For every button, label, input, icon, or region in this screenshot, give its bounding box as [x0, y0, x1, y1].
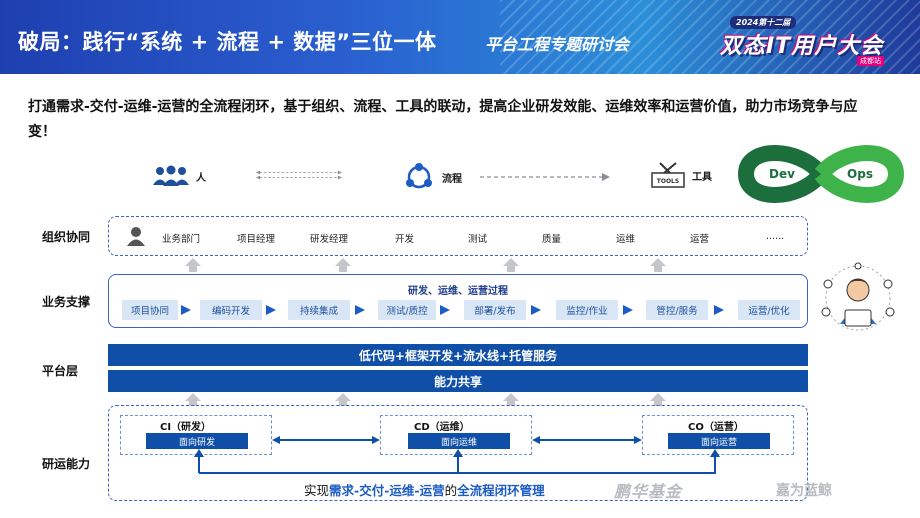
cd-label: CD（运维） [414, 422, 470, 433]
process-step: 运营/优化 [738, 300, 800, 320]
step-arrow-icon [181, 305, 191, 315]
org-item: 质量 [542, 234, 562, 245]
process-step: 项目协同 [122, 300, 178, 320]
people-process-arrow [255, 170, 343, 180]
people-label: 人 [196, 172, 206, 184]
tools-item: TOOLS 工具 [650, 161, 712, 189]
loop-connector [194, 449, 720, 474]
process-title: 研发、运维、运营过程 [408, 286, 508, 297]
up-arrow-icon [650, 393, 666, 401]
tools-label: 工具 [692, 171, 712, 183]
row-label-platform: 平台层 [42, 364, 79, 378]
process-tools-arrow [480, 173, 610, 181]
cd-co-arrow [532, 436, 642, 444]
org-item: 业务部门 [162, 234, 201, 245]
cd-ops-box: 面向运维 [408, 433, 510, 449]
badge-year: 2024第十二届 [730, 16, 797, 29]
toolbox-icon: TOOLS [651, 162, 685, 188]
co-label: CO（运营） [688, 422, 744, 433]
header-decoration [500, 0, 920, 74]
badge-city: 成都站 [857, 56, 884, 66]
ci-label: CI（研发） [160, 422, 212, 433]
process-step: 管控/服务 [646, 300, 708, 320]
person-icon [127, 227, 145, 246]
up-arrow-stem [339, 400, 347, 406]
step-arrow-icon [266, 305, 276, 315]
canway-bk-logo: 嘉为蓝鲸 [776, 483, 832, 499]
devops-loop-icon: Dev Ops [738, 145, 904, 203]
penghua-fund-logo: 鹏华基金 [614, 482, 683, 501]
org-item: ...... [766, 231, 785, 242]
org-item: 运营 [690, 234, 710, 245]
up-arrow-stem [654, 266, 662, 272]
org-item: 测试 [468, 234, 488, 245]
row-label-capability: 研运能力 [42, 457, 91, 471]
step-arrow-icon [714, 305, 724, 315]
ci-cd-arrow [272, 436, 380, 444]
up-arrow-stem [189, 400, 197, 406]
up-arrow-icon [503, 393, 519, 401]
step-arrow-icon [531, 305, 541, 315]
up-arrow-icon [650, 258, 666, 266]
up-arrow-stem [339, 266, 347, 272]
intro-text: 打通需求-交付-运维-运营的全流程闭环，基于组织、流程、工具的联动，提高企业研发… [28, 99, 858, 140]
up-arrow-icon [335, 258, 351, 266]
up-arrow-icon [185, 393, 201, 401]
page-title: 破局：践行“系统 + 流程 + 数据”三位一体 [18, 30, 437, 54]
closed-loop-statement: 实现需求-交付-运维-运营的全流程闭环管理 [304, 480, 545, 499]
up-arrow-stem [507, 400, 515, 406]
up-arrow-stem [507, 266, 515, 272]
process-step: 部署/发布 [464, 300, 526, 320]
up-arrow-icon [185, 258, 201, 266]
process-item: 流程 [402, 162, 462, 192]
process-step: 监控/作业 [556, 300, 618, 320]
org-item: 项目经理 [237, 234, 276, 245]
up-arrow-stem [654, 400, 662, 406]
statement-middle: 的 [444, 483, 458, 498]
step-arrow-icon [355, 305, 365, 315]
statement-highlight-chain: 需求-交付-运维-运营 [329, 483, 445, 498]
process-step: 持续集成 [288, 300, 350, 320]
org-item: 开发 [395, 234, 415, 245]
row-label-org: 组织协同 [42, 230, 91, 244]
platform-bar-primary: 低代码+框架开发+流水线+托管服务 [108, 344, 808, 366]
badge-name: 双态IT用户大会 [720, 34, 884, 59]
row-label-business: 业务支撑 [42, 295, 91, 309]
org-item: 研发经理 [310, 234, 349, 245]
toolbox-icon-text: TOOLS [657, 178, 679, 185]
up-arrow-icon [503, 258, 519, 266]
ci-dev-box: 面向研发 [146, 433, 248, 449]
people-icon [153, 165, 189, 186]
co-operation-box: 面向运营 [668, 433, 770, 449]
devops-ops-text: Ops [847, 167, 873, 181]
process-label: 流程 [442, 173, 462, 185]
devops-dev-text: Dev [769, 167, 795, 181]
platform-bar-sharing: 能力共享 [108, 370, 808, 392]
header-banner: 破局：践行“系统 + 流程 + 数据”三位一体 平台工程专题研讨会 2024第十… [0, 0, 920, 74]
process-cycle-icon [406, 163, 432, 189]
process-step: 测试/质控 [378, 300, 436, 320]
business-row-box [108, 274, 808, 328]
engineer-illustration [821, 262, 895, 331]
people-item: 人 [152, 165, 206, 187]
conference-badge: 2024第十二届 双态IT用户大会 成都站 [720, 12, 890, 70]
page-subtitle: 平台工程专题研讨会 [485, 35, 630, 54]
step-arrow-icon [623, 305, 633, 315]
org-row-box [108, 216, 808, 256]
org-item: 运维 [616, 234, 636, 245]
capability-row-box [108, 405, 808, 501]
up-arrow-stem [189, 266, 197, 272]
statement-prefix: 实现 [304, 483, 330, 498]
process-step: 编码开发 [200, 300, 262, 320]
statement-highlight-loop: 全流程闭环管理 [457, 483, 545, 498]
up-arrow-icon [335, 393, 351, 401]
step-arrow-icon [440, 305, 450, 315]
